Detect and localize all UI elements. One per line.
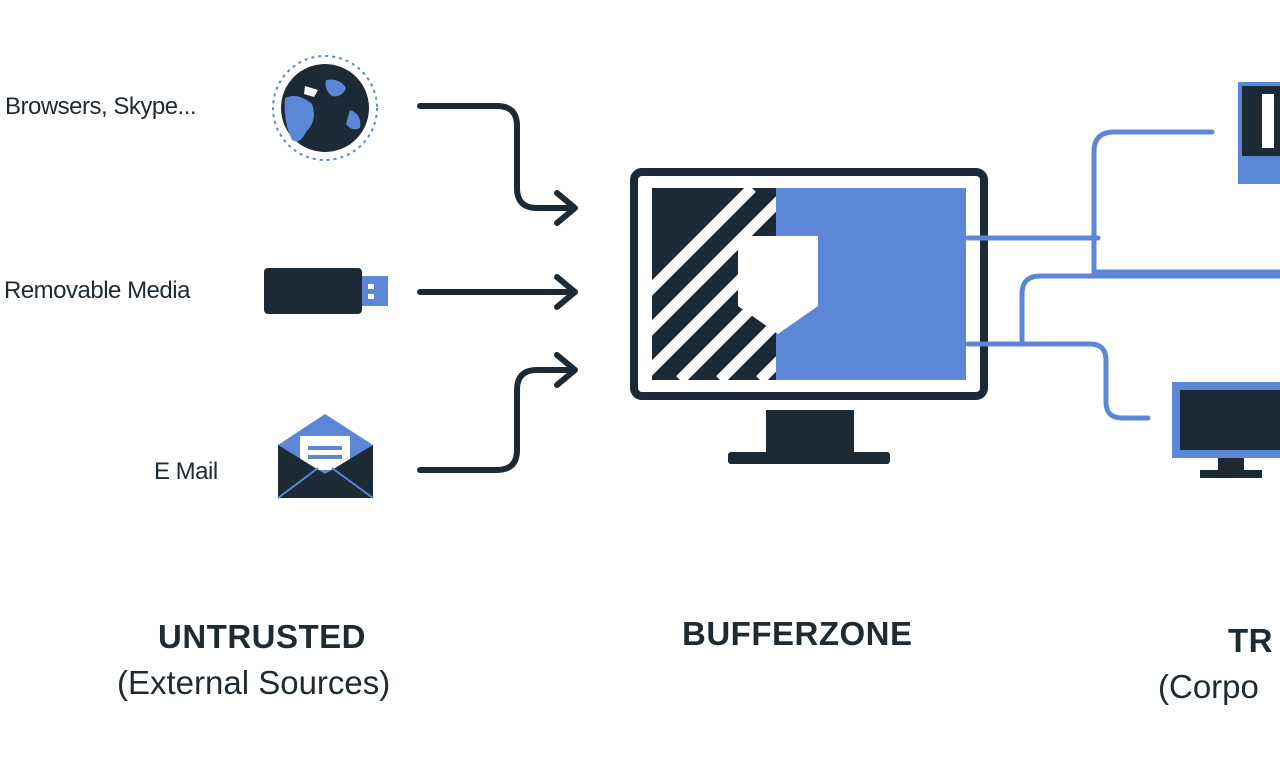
untrusted-title: UNTRUSTED xyxy=(158,618,366,655)
shield-icon xyxy=(738,236,818,334)
envelope-icon xyxy=(277,414,374,499)
server-icon xyxy=(1238,82,1280,184)
network-connector-lines xyxy=(965,129,1280,421)
bufferzone-title: BUFFERZONE xyxy=(682,615,913,652)
source-label-removable-media: Removable Media xyxy=(4,277,190,304)
source-label-browsers: Browsers, Skype... xyxy=(5,93,197,120)
bufferzone-monitor-icon xyxy=(630,168,988,464)
desktop-monitor-icon xyxy=(1172,382,1280,478)
globe-icon xyxy=(272,55,378,161)
trusted-subtitle: (Corpo xyxy=(1158,668,1259,705)
untrusted-subtitle: (External Sources) xyxy=(117,664,391,701)
arrow-removable-media xyxy=(417,274,578,310)
source-label-email: E Mail xyxy=(154,458,218,485)
trusted-title: TR xyxy=(1228,622,1273,659)
arrow-email xyxy=(417,352,578,473)
usb-drive-icon xyxy=(264,268,388,314)
arrow-browsers xyxy=(417,103,578,226)
